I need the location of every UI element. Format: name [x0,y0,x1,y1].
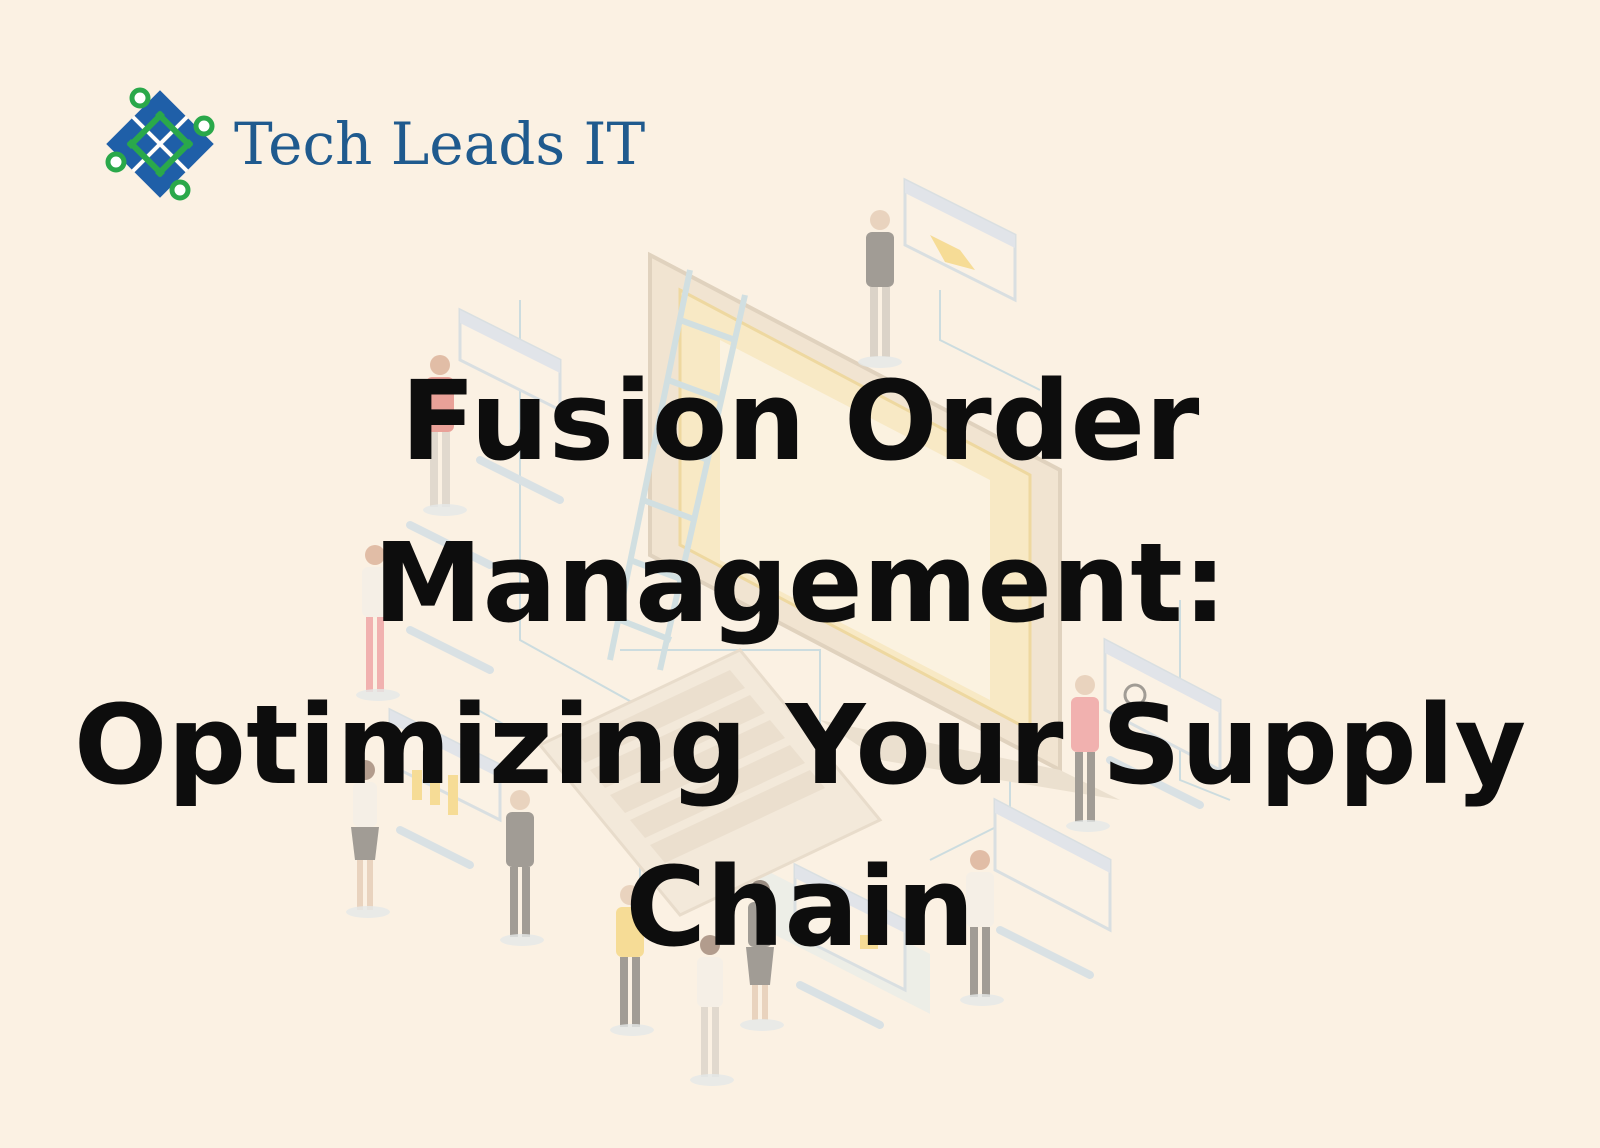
headline-line-3: Chain [625,843,975,971]
headline: Fusion Order Management: Optimizing Your… [0,340,1600,988]
keyboard-graphic [537,648,883,917]
headline-line-1: Fusion Order Management: [373,357,1227,647]
people-figures [351,210,1147,1077]
headline-line-2: Optimizing Your Supply [73,681,1527,809]
brand-logo[interactable]: Tech Leads IT [104,86,645,202]
brand-name: Tech Leads IT [234,110,646,178]
tech-leads-it-logo-icon [105,87,215,201]
ladder-graphic [607,269,748,671]
